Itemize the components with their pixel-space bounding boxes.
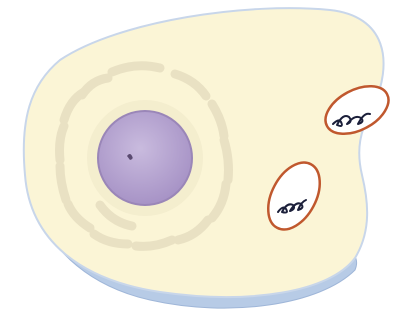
nucleus-body	[98, 111, 192, 205]
er-membrane-segment	[60, 126, 65, 160]
nucleus	[87, 100, 203, 216]
er-membrane-segment	[224, 140, 229, 180]
cell-body	[24, 8, 384, 297]
